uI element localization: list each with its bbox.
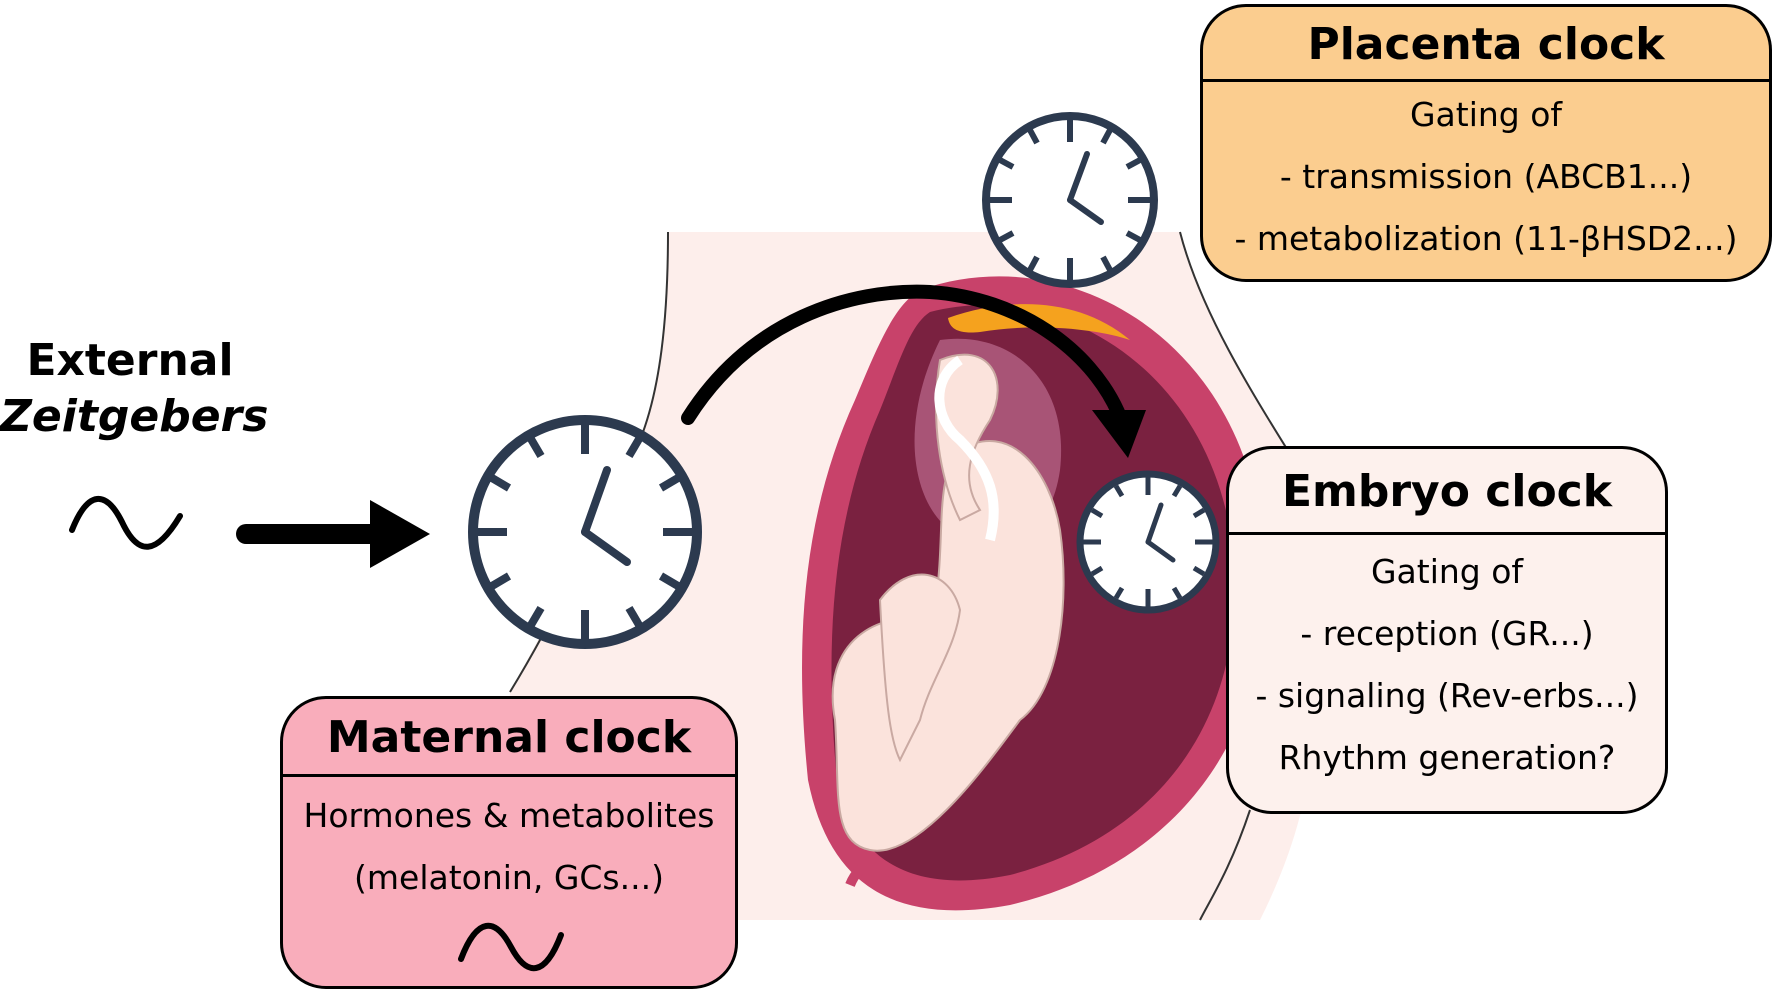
transfer-arrow-curve bbox=[681, 284, 1125, 425]
placenta-clock-line: Gating of bbox=[1409, 95, 1563, 134]
embryo-clock-icon bbox=[1076, 470, 1220, 614]
embryo-clock-line: - reception (GR...) bbox=[1300, 614, 1594, 653]
fetus-arm bbox=[878, 573, 962, 763]
cervix bbox=[845, 860, 904, 888]
external-label-line2: Zeitgebers bbox=[0, 391, 269, 442]
placenta-clock-box: Placenta clock Gating of - transmission … bbox=[1200, 4, 1772, 282]
placenta-clock-line: - metabolization (11-βHSD2...) bbox=[1234, 219, 1738, 258]
maternal-clock-body: Hormones & metabolites (melatonin, GCs..… bbox=[283, 777, 735, 981]
zeitgeber-wave-icon bbox=[69, 496, 183, 550]
input-arrow-head bbox=[370, 500, 430, 568]
external-label-line1: External bbox=[26, 335, 234, 386]
placenta-clock-line: - transmission (ABCB1...) bbox=[1279, 157, 1693, 196]
external-zeitgebers-label: External Zeitgebers bbox=[0, 333, 269, 445]
maternal-clock-title: Maternal clock bbox=[283, 699, 735, 777]
transfer-arrow-head bbox=[1092, 410, 1146, 458]
fetus-leg bbox=[935, 353, 999, 522]
umbilical-cord bbox=[934, 355, 999, 542]
embryo-clock-body: Gating of - reception (GR...) - signalin… bbox=[1229, 535, 1665, 789]
maternal-clock-line: Hormones & metabolites bbox=[303, 796, 715, 835]
placenta-clock-icon bbox=[982, 112, 1158, 288]
placenta-clock-title: Placenta clock bbox=[1203, 7, 1769, 82]
body-outline-right-lower bbox=[1199, 809, 1251, 921]
maternal-clock-box: Maternal clock Hormones & metabolites (m… bbox=[280, 696, 738, 989]
embryo-clock-line: - signaling (Rev-erbs...) bbox=[1255, 676, 1639, 715]
body-outline-right bbox=[1179, 231, 1301, 471]
placenta-clock-body: Gating of - transmission (ABCB1...) - me… bbox=[1203, 82, 1769, 270]
maternal-clock-line: (melatonin, GCs...) bbox=[354, 858, 664, 897]
maternal-rhythm-wave-icon bbox=[458, 923, 564, 971]
embryo-clock-line: Gating of bbox=[1370, 552, 1524, 591]
maternal-clock-icon bbox=[468, 415, 702, 649]
embryo-clock-title: Embryo clock bbox=[1229, 449, 1665, 535]
embryo-clock-line: Rhythm generation? bbox=[1278, 738, 1616, 777]
embryo-clock-box: Embryo clock Gating of - reception (GR..… bbox=[1226, 446, 1668, 814]
